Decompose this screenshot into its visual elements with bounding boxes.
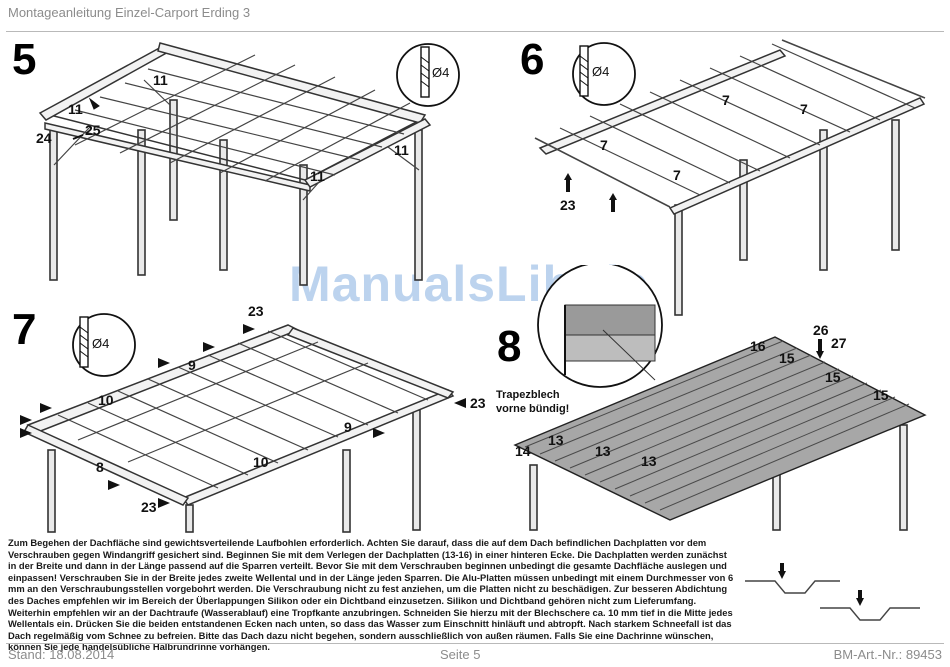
step-7-callout: 9 [344,419,352,435]
drill-bit-icon: Ø4 [572,42,636,106]
page-header-title: Montageanleitung Einzel-Carport Erding 3 [8,5,251,20]
footer-date: Stand: 18.08.2014 [8,647,115,662]
drill-bit-icon: Ø4 [396,43,460,107]
step-7-drill-size: Ø4 [92,336,109,351]
arrow-icon [20,428,32,438]
step-8-callout: 14 [515,443,531,459]
step-8-note-line: vorne bündig! [496,403,570,415]
step-8-callout: 15 [825,369,841,385]
step-7-number: 7 [12,305,37,354]
drill-bit-icon: Ø4 [72,313,136,377]
step-5-callout: 25 [85,122,101,138]
step-7-callout: 23 [248,303,264,319]
step-5-callout: 24 [36,130,52,146]
arrow-icon [203,342,215,352]
step-7-callout: 8 [96,459,104,475]
instruction-text: Zum Begehen der Dachfläche sind gewichts… [8,537,734,653]
step-7-callout: 23 [470,395,486,411]
step-7-illustration: 23 9 10 23 9 8 10 23 Ø4 [20,303,486,533]
footer-article-number: BM-Art.-Nr.: 89453 [833,647,942,662]
arrow-up-icon [564,173,572,180]
arrow-icon [454,398,466,408]
step-5-drill-size: Ø4 [432,65,449,80]
detail-zoom [537,265,663,388]
step-8-note: Trapezblech vorne bündig! [496,388,569,416]
footer-page-number: Seite 5 [440,647,481,662]
step-6-number: 6 [520,35,545,84]
step-5-illustration: 11 11 24 25 11 11 Ø4 [36,42,460,286]
arrow-down-icon [856,598,864,606]
step-6-drill-size: Ø4 [592,64,609,79]
step-8-number: 8 [497,322,522,371]
step-6-callout: 7 [600,137,608,153]
arrow-down-icon [778,571,786,579]
step-8-callout: 27 [831,335,847,351]
step-8-callout: 15 [779,350,795,366]
step-5-callout: 11 [310,168,325,184]
header-divider [6,31,944,32]
step-6-callout: 7 [673,167,681,183]
arrow-icon [88,97,100,110]
arrow-down-icon [816,351,824,359]
step-8-note-line: Trapezblech [496,389,560,401]
step-5-callout: 11 [394,142,409,158]
step-6-callout: 7 [800,101,808,117]
step-6-callout: 7 [722,92,730,108]
arrow-icon [40,403,52,413]
step-8-callout: 13 [641,453,657,469]
step-5-callout: 11 [68,101,83,117]
step-7-callout: 23 [141,499,157,515]
arrow-icon [108,480,120,490]
step-8-callout: 15 [873,387,889,403]
step-7-callout: 10 [98,392,114,408]
step-7-callout: 9 [188,357,196,373]
arrow-icon [158,498,170,508]
post [219,139,228,271]
step-6-illustration: 7 7 7 7 23 Ø4 [534,39,926,316]
step-5-callout: 11 [153,72,168,88]
arrow-icon [243,324,255,334]
step-8-callout: 16 [750,338,766,354]
step-8-illustration: 16 26 27 15 15 15 14 13 13 13 [513,265,927,531]
post [137,129,146,276]
post [49,129,58,281]
drip-edge-diagram [745,563,920,621]
arrow-icon [20,415,32,425]
step-8-callout: 13 [548,432,564,448]
step-5-number: 5 [12,35,37,84]
step-7-callout: 10 [253,454,269,470]
arrow-icon [158,358,170,368]
post [299,164,308,286]
step-6-callout: 23 [560,197,576,213]
arrow-up-icon [609,193,617,200]
step-8-callout: 13 [595,443,611,459]
arrow-icon [373,428,385,438]
post [414,129,423,281]
footer-divider [6,643,944,644]
step-8-callout: 26 [813,322,829,338]
